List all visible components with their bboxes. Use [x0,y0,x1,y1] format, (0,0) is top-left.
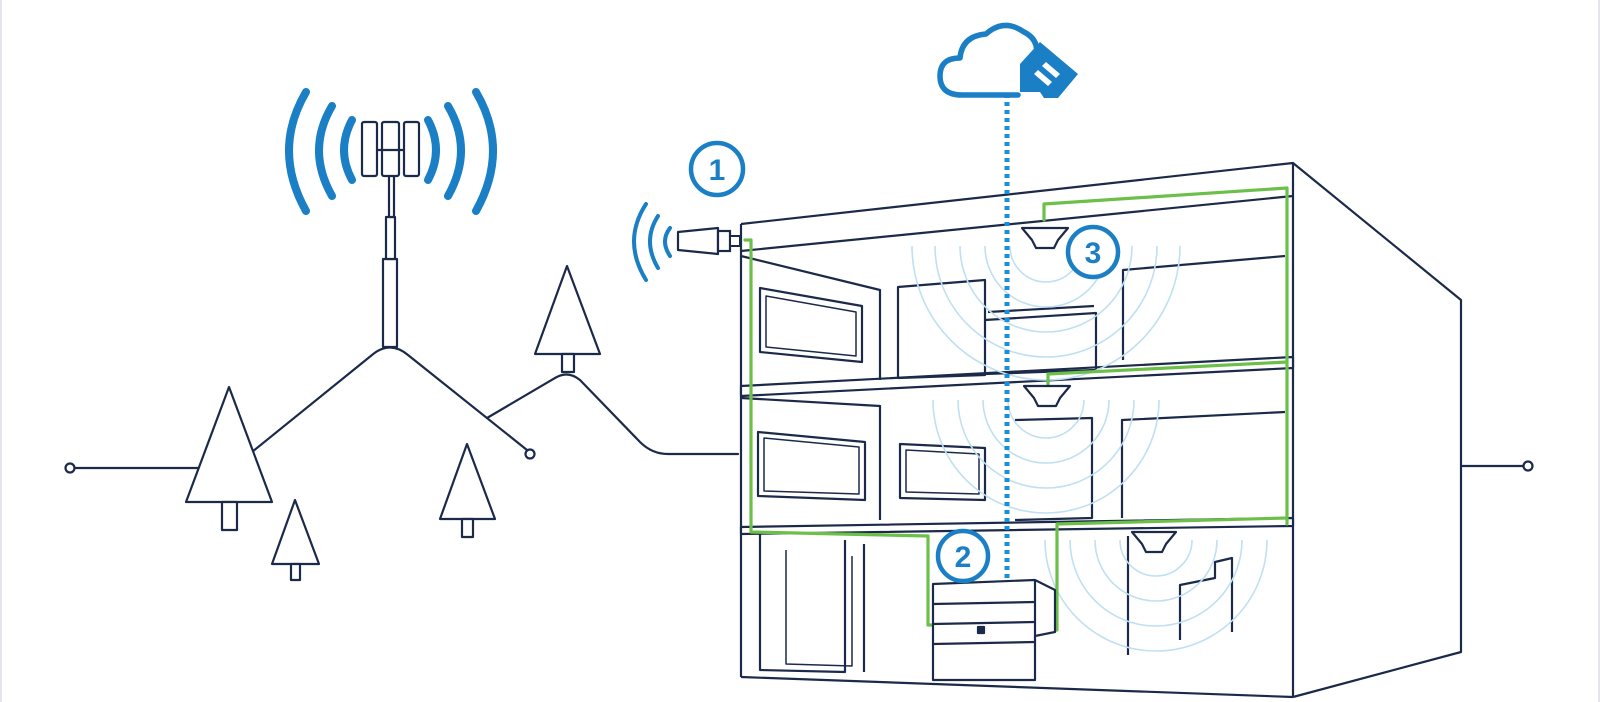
hill-tower [250,346,529,454]
hill-second [485,373,740,456]
cable-to-middle-antenna [1046,360,1289,386]
callout-1: 1 [688,140,746,198]
coverage-bottom [1044,539,1268,652]
ceiling-inner-line [740,194,1294,253]
brand-logo-icon [1020,42,1078,98]
ground-endpoint-right [1522,460,1534,472]
dome-antenna-icon [1130,530,1178,554]
coverage-zones [911,245,1268,652]
cable-donor-to-booster [743,238,944,627]
trees [184,264,602,582]
callout-2: 2 [935,528,991,584]
ground-endpoint-left [64,462,76,474]
hill-endpoint [524,448,536,460]
middle-floor-window-left [756,430,867,502]
building-floor-base [740,675,1294,699]
callout-3: 3 [1065,224,1121,280]
coax-cabling [743,186,1289,632]
top-floor-desk [984,311,1098,376]
dome-antenna-icon [1022,384,1072,408]
top-floor-left-wall [740,254,882,380]
cell-tower-icon [285,88,497,349]
donor-signal-waves [632,202,672,282]
callout-1-label: 1 [709,154,726,187]
frame-right-edge [1598,0,1600,702]
cloud-icon [937,22,1078,98]
top-floor-right-wall [1121,254,1286,360]
pine-tree-icon [270,498,321,582]
frame-left-edge [0,0,2,702]
tower-signal-waves [285,88,497,215]
pine-tree-icon [533,264,602,374]
ground-floor-door [758,534,847,674]
donor-antenna-icon [632,202,741,282]
landscape [64,346,1534,474]
middle-floor-window-right [898,442,987,502]
callout-3-label: 3 [1085,237,1102,270]
top-floor-cabinet [896,278,987,380]
callout-2-label: 2 [955,541,972,574]
middle-floor-cabinet [1014,416,1094,522]
building-side-wall [1292,162,1463,699]
pine-tree-icon [184,385,274,532]
top-floor-window [758,286,864,364]
ground-floor-side-stairs [1178,556,1234,640]
middle-floor-desk [1120,410,1286,518]
coverage-middle [932,399,1160,514]
booster-unit-icon [931,578,1057,682]
coverage-top [911,245,1181,381]
middle-floor-wall [740,396,882,520]
dome-antenna-icon [1020,226,1070,250]
pine-tree-icon [438,442,497,539]
ceiling-antennas [1020,226,1178,554]
